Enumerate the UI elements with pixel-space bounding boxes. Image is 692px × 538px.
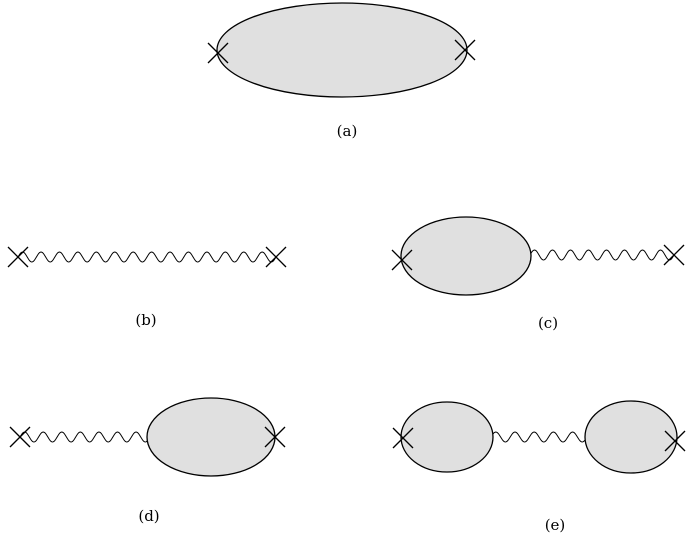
self-energy-blob <box>216 2 468 98</box>
panel-caption: (b) <box>135 311 156 329</box>
vertex-cross-right <box>663 244 685 266</box>
vertex-cross-left <box>9 426 31 448</box>
vertex-cross-right <box>265 246 287 268</box>
vertex-cross-left <box>391 249 413 271</box>
panel-caption: (d) <box>138 507 159 525</box>
panel-caption: (e) <box>545 516 566 534</box>
self-energy-blob <box>146 397 276 477</box>
self-energy-blob-right <box>584 400 678 474</box>
vertex-cross-left <box>392 427 414 449</box>
self-energy-blob <box>400 216 532 296</box>
panel-a: (a) <box>207 2 476 140</box>
panel-c: (c) <box>391 216 685 332</box>
vertex-cross-right <box>264 426 286 448</box>
panel-caption: (a) <box>337 122 358 140</box>
photon-propagator <box>19 431 151 443</box>
photon-propagator <box>490 431 588 443</box>
vertex-cross-left <box>7 246 29 268</box>
vertex-cross-right <box>664 430 686 452</box>
photon-propagator <box>529 249 675 261</box>
vertex-cross-right <box>454 39 476 61</box>
panel-caption: (c) <box>538 314 558 332</box>
photon-propagator <box>17 251 277 263</box>
panel-e: (e) <box>392 400 686 534</box>
vertex-cross-left <box>207 42 229 64</box>
panel-d: (d) <box>9 397 286 525</box>
self-energy-blob-left <box>400 401 494 473</box>
panel-b: (b) <box>7 246 287 329</box>
